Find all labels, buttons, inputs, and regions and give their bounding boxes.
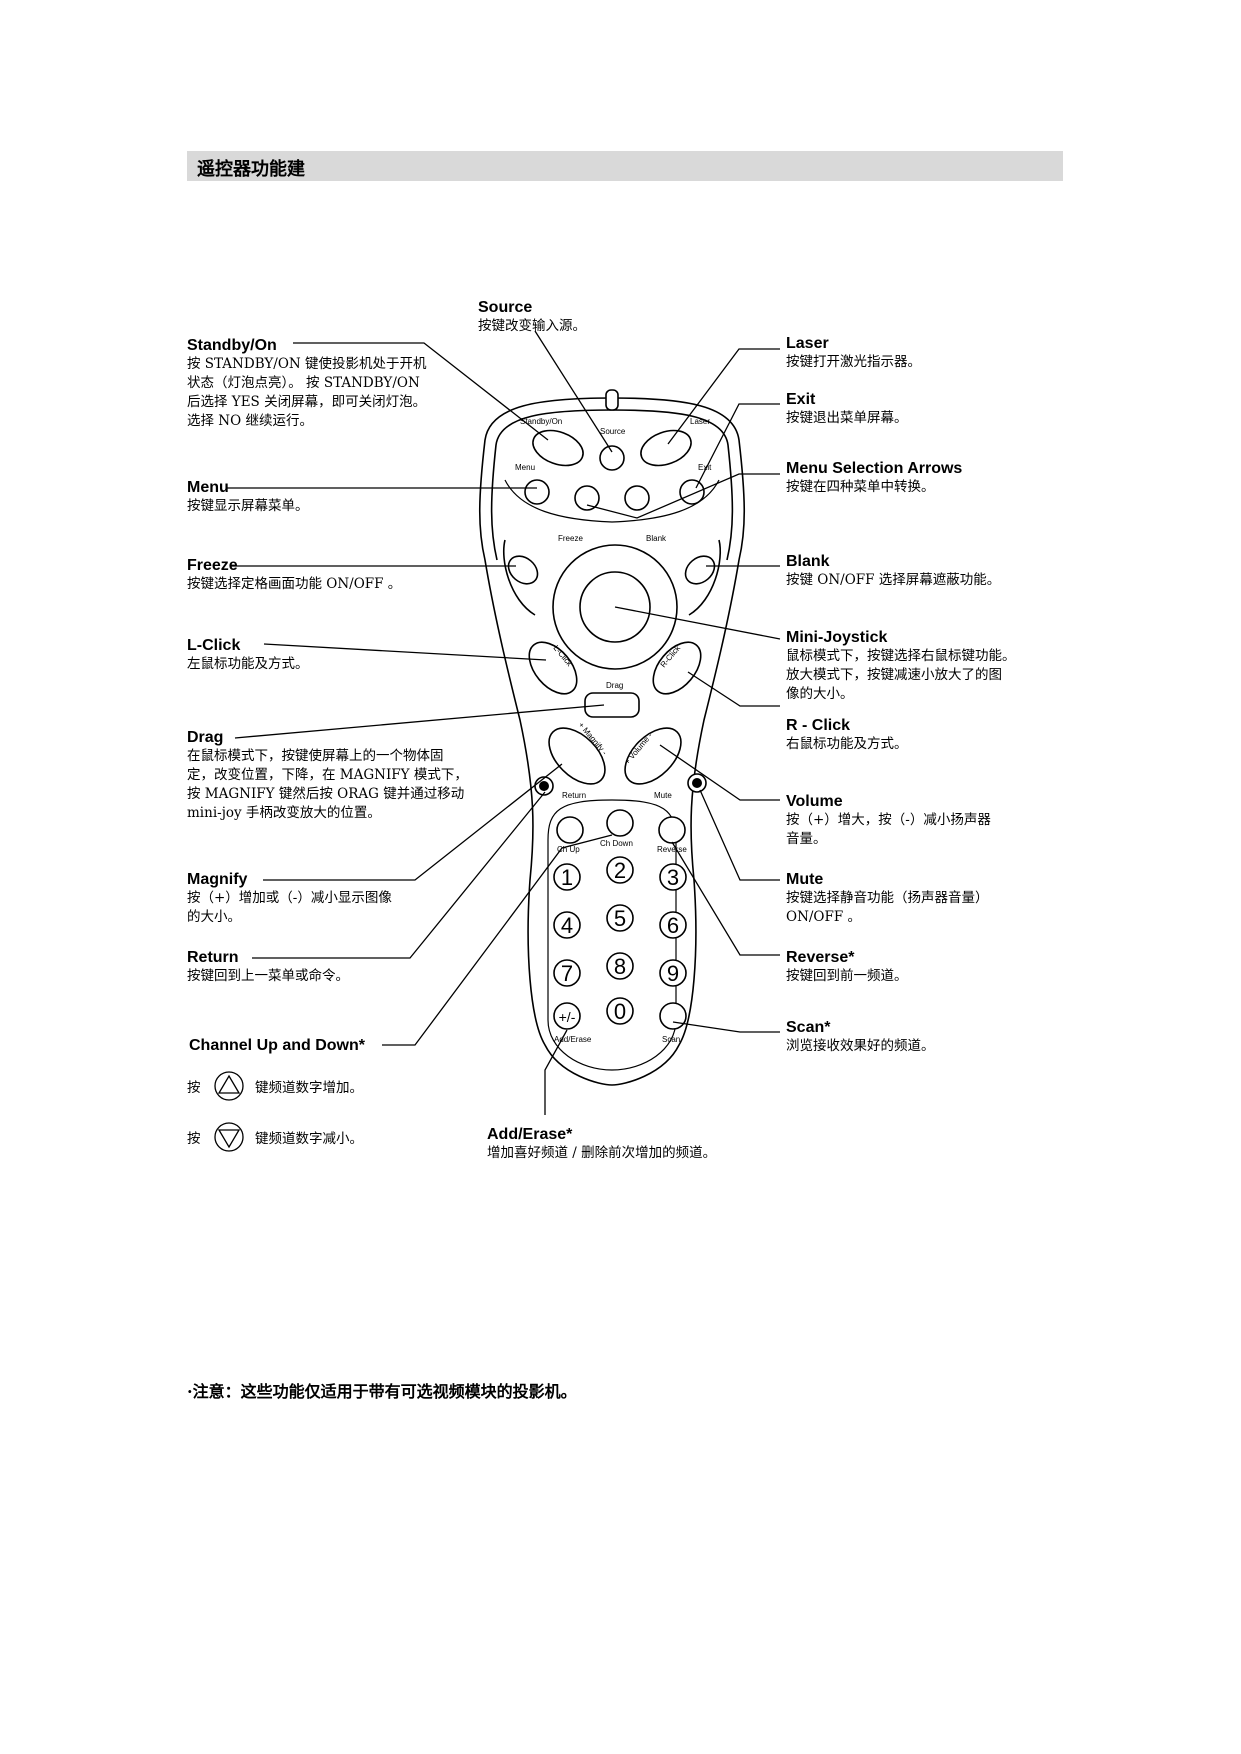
remote-menu-label: Menu	[515, 463, 535, 472]
key-6: 6	[667, 913, 679, 938]
label-menu: Menu 按键显示屏幕菜单。	[187, 478, 309, 516]
lclick-title: L-Click	[187, 637, 241, 654]
channel-up-desc: 键频道数字增加。	[255, 1080, 363, 1096]
standby-title: Standby/On	[187, 337, 277, 354]
section-header: 遥控器功能建	[187, 151, 1063, 181]
laser-desc: 按键打开激光指示器。	[786, 354, 921, 370]
menu-title: Menu	[187, 479, 229, 496]
reverse-desc: 按键回到前一频道。	[786, 968, 908, 984]
key-8: 8	[614, 954, 626, 979]
lclick-desc: 左鼠标功能及方式。	[187, 656, 309, 672]
exit-desc: 按键退出菜单屏幕。	[786, 410, 908, 426]
label-source: Source 按键改变输入源。	[478, 298, 586, 336]
channel-up-row: 按 键频道数字增加。	[187, 1070, 363, 1102]
remote-standby-label: Standby/On	[520, 417, 562, 426]
remote-adderase-label: Add/Erase	[554, 1035, 592, 1044]
label-drag: Drag 在鼠标模式下，按键使屏幕上的一个物体固 定，改变位置，下降，在 MAG…	[187, 728, 468, 823]
magnify-title: Magnify	[187, 871, 248, 888]
label-channel: Channel Up and Down*	[189, 1036, 365, 1055]
rclick-desc: 右鼠标功能及方式。	[786, 736, 908, 752]
channel-down-desc: 键频道数字减小。	[255, 1131, 363, 1147]
return-desc: 按键回到上一菜单或命令。	[187, 968, 349, 984]
remote-return-label: Return	[562, 791, 586, 800]
exit-title: Exit	[786, 391, 816, 408]
footnote: ·注意：这些功能仅适用于带有可选视频模块的投影机。	[187, 1382, 577, 1401]
drag-title: Drag	[187, 729, 224, 746]
label-standby: Standby/On 按 STANDBY/ON 键使投影机处于开机 状态（灯泡点…	[187, 336, 427, 431]
mute-title: Mute	[786, 871, 824, 888]
remote-source-label: Source	[600, 427, 626, 436]
remote-blank-label: Blank	[646, 534, 667, 543]
magnify-desc: 按（+）增加或（-）减小显示图像 的大小。	[187, 890, 392, 925]
label-blank: Blank 按键 ON/OFF 选择屏幕遮蔽功能。	[786, 552, 1000, 590]
rclick-title: R - Click	[786, 717, 851, 734]
label-mute: Mute 按键选择静音功能（扬声器音量） ON/OFF 。	[786, 870, 989, 927]
remote-reverse-label: Reverse	[657, 845, 687, 854]
scan-desc: 浏览接收效果好的频道。	[786, 1038, 935, 1054]
key-9: 9	[667, 961, 679, 986]
remote-chup-label: Ch Up	[557, 845, 580, 854]
arrows-title: Menu Selection Arrows	[786, 460, 963, 477]
label-volume: Volume 按（+）增大，按（-）减小扬声器 音量。	[786, 792, 991, 849]
remote-laser-label: Laser	[690, 417, 710, 426]
label-joystick: Mini-Joystick 鼠标模式下，按键选择右鼠标键功能。 放大模式下，按键…	[786, 628, 1016, 704]
key-0: 0	[614, 999, 626, 1024]
label-rclick: R - Click 右鼠标功能及方式。	[786, 716, 908, 754]
freeze-desc: 按键选择定格画面功能 ON/OFF 。	[187, 576, 402, 592]
source-title: Source	[478, 299, 533, 316]
key-3: 3	[667, 865, 679, 890]
adderase-desc: 增加喜好频道 / 删除前次增加的频道。	[487, 1145, 717, 1161]
standby-desc: 按 STANDBY/ON 键使投影机处于开机 状态（灯泡点亮）。 按 STAND…	[187, 356, 427, 429]
label-magnify: Magnify 按（+）增加或（-）减小显示图像 的大小。	[187, 870, 392, 927]
joystick-title: Mini-Joystick	[786, 629, 888, 646]
drag-desc: 在鼠标模式下，按键使屏幕上的一个物体固 定，改变位置，下降，在 MAGNIFY …	[187, 748, 468, 821]
volume-title: Volume	[786, 793, 843, 810]
label-adderase: Add/Erase* 增加喜好频道 / 删除前次增加的频道。	[487, 1125, 716, 1163]
channel-down-row: 按 键频道数字减小。	[187, 1121, 363, 1153]
triangle-up-icon	[214, 1071, 244, 1101]
remote-drag-label: Drag	[606, 681, 623, 690]
label-reverse: Reverse* 按键回到前一频道。	[786, 948, 908, 986]
triangle-down-icon	[214, 1122, 244, 1152]
scan-title: Scan*	[786, 1019, 831, 1036]
label-return: Return 按键回到上一菜单或命令。	[187, 948, 349, 986]
key-2: 2	[614, 858, 626, 883]
source-desc: 按键改变输入源。	[478, 318, 586, 334]
label-freeze: Freeze 按键选择定格画面功能 ON/OFF 。	[187, 556, 401, 594]
remote-chdown-label: Ch Down	[600, 839, 633, 848]
label-arrows: Menu Selection Arrows 按键在四种菜单中转换。	[786, 459, 962, 497]
joystick-desc: 鼠标模式下，按键选择右鼠标键功能。 放大模式下，按键减速小放大了的图 像的大小。	[786, 648, 1016, 702]
key-1: 1	[561, 865, 573, 890]
remote-mute-label: Mute	[654, 791, 672, 800]
blank-title: Blank	[786, 553, 830, 570]
laser-title: Laser	[786, 335, 829, 352]
remote-scan-label: Scan	[662, 1035, 680, 1044]
channel-down-pre: 按	[187, 1131, 201, 1147]
key-7: 7	[561, 961, 573, 986]
menu-desc: 按键显示屏幕菜单。	[187, 498, 309, 514]
channel-title: Channel Up and Down*	[189, 1037, 365, 1054]
key-4: 4	[561, 913, 573, 938]
key-5: 5	[614, 906, 626, 931]
arrows-desc: 按键在四种菜单中转换。	[786, 479, 935, 495]
mute-desc: 按键选择静音功能（扬声器音量） ON/OFF 。	[786, 890, 989, 925]
volume-desc: 按（+）增大，按（-）减小扬声器 音量。	[786, 812, 991, 847]
remote-exit-label: Exit	[698, 463, 712, 472]
label-exit: Exit 按键退出菜单屏幕。	[786, 390, 908, 428]
label-lclick: L-Click 左鼠标功能及方式。	[187, 636, 309, 674]
section-title: 遥控器功能建	[197, 159, 305, 180]
key-plusminus: +/-	[559, 1009, 576, 1025]
return-title: Return	[187, 949, 239, 966]
adderase-title: Add/Erase*	[487, 1126, 573, 1143]
freeze-title: Freeze	[187, 557, 238, 574]
remote-freeze-label: Freeze	[558, 534, 583, 543]
label-scan: Scan* 浏览接收效果好的频道。	[786, 1018, 935, 1056]
label-laser: Laser 按键打开激光指示器。	[786, 334, 921, 372]
channel-up-pre: 按	[187, 1080, 201, 1096]
blank-desc: 按键 ON/OFF 选择屏幕遮蔽功能。	[786, 572, 1001, 588]
reverse-title: Reverse*	[786, 949, 855, 966]
